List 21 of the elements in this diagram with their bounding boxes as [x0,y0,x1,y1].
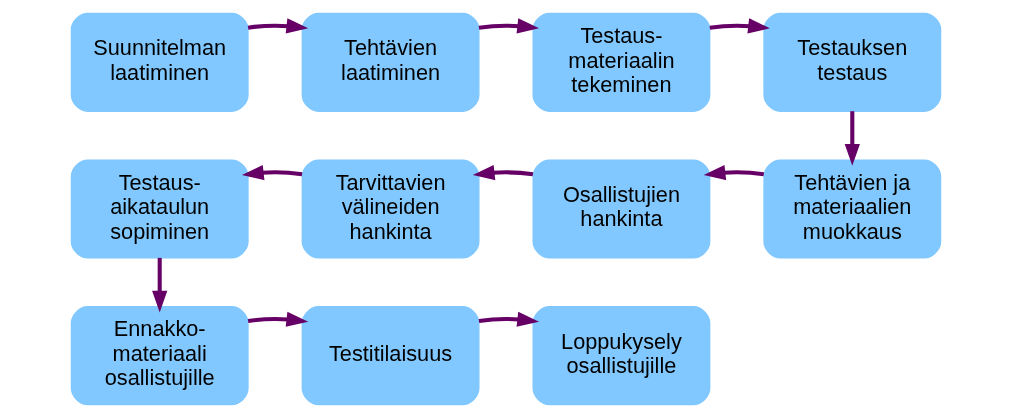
node-box: Testitilaisuus [301,306,480,406]
node-box: Suunnitelman laatiminen [70,12,249,112]
node-box: Tehtävien laatiminen [301,12,480,112]
arrow [703,165,765,181]
node-box: Osallistujien hankinta [532,159,711,259]
node-box: Tarvittavien välineiden hankinta [301,159,480,259]
arrow [241,165,303,181]
arrow [247,311,309,327]
node-box: Loppukysely osallistujille [532,306,711,406]
arrow [472,165,534,181]
arrow [247,18,309,34]
arrow [152,257,168,313]
node-box: Testauksen testaus [763,12,942,112]
node-box: Tehtävien ja materiaalien muokkaus [763,159,942,259]
node-box: Testaus- aikataulun sopiminen [70,159,249,259]
arrow [844,111,860,166]
node-box: Ennakko- materiaali osallistujille [70,306,249,406]
arrow [709,18,770,34]
arrow [478,18,540,34]
arrow [478,311,540,327]
node-box: Testaus- materiaalin tekeminen [532,12,711,112]
